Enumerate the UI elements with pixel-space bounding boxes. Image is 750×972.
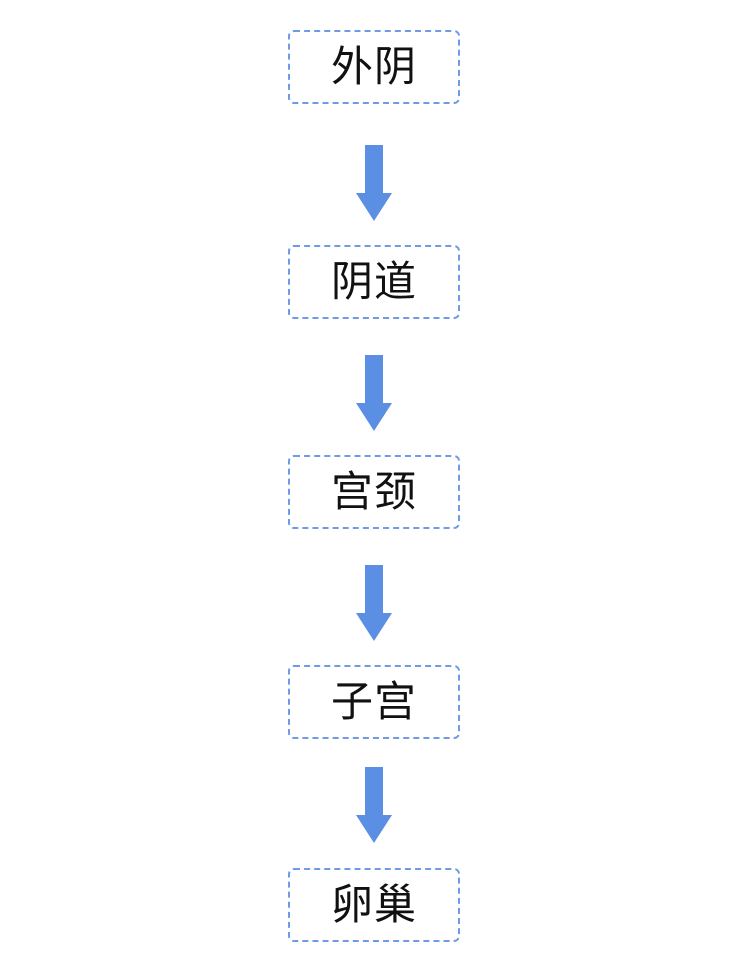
node-1-label: 外阴 <box>330 42 417 91</box>
node-4: 子宫 <box>288 665 460 739</box>
arrow-3-shape <box>356 565 392 641</box>
arrow-2-shape <box>356 355 392 431</box>
node-5-label: 卵巢 <box>330 880 417 929</box>
node-3: 宫颈 <box>288 455 460 529</box>
arrow-down-icon <box>356 145 392 221</box>
arrow-4-shape <box>356 767 392 843</box>
node-2: 阴道 <box>288 245 460 319</box>
arrow-1-shape <box>356 145 392 221</box>
arrow-down-icon <box>356 565 392 641</box>
node-1: 外阴 <box>288 30 460 104</box>
node-4-label: 子宫 <box>330 677 417 726</box>
node-5: 卵巢 <box>288 868 460 942</box>
node-2-label: 阴道 <box>330 257 417 306</box>
arrow-down-icon <box>356 767 392 843</box>
arrow-down-icon <box>356 355 392 431</box>
node-3-label: 宫颈 <box>330 467 417 516</box>
